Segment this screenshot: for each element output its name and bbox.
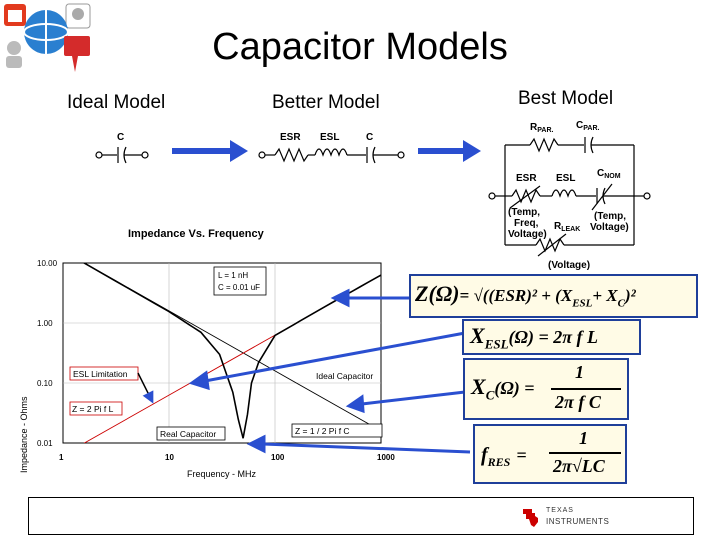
x-tick-label: 1000 bbox=[377, 453, 395, 462]
rleak-dependency: (Voltage) bbox=[548, 260, 590, 271]
best-model-label: Best Model bbox=[518, 88, 614, 109]
annotation-zc: Z = 1 / 2 Pi f C bbox=[291, 423, 383, 438]
cnom-dependency-line-2: Voltage) bbox=[590, 222, 629, 233]
footer-box bbox=[28, 497, 694, 535]
xc-equation: XC(Ω) = bbox=[471, 374, 535, 403]
xc-equation-box: XC(Ω) = 1 2π f C bbox=[463, 358, 629, 420]
better-esr-label: ESR bbox=[280, 132, 301, 143]
legend-capacitance: C = 0.01 uF bbox=[218, 283, 260, 292]
xc-numerator: 1 bbox=[575, 362, 584, 382]
y-tick-label: 10.00 bbox=[37, 259, 58, 268]
ideal-capacitor-circuit bbox=[95, 146, 149, 164]
ti-logo-line1: TEXAS bbox=[546, 507, 574, 514]
impedance-chart: Impedance Vs. Frequency 1 10 100 1000 10.00 1… bbox=[19, 228, 395, 479]
impedance-equation-box: Z(Ω)= √((ESR)² + (XESL+ XC)² bbox=[409, 274, 698, 318]
ideal-model-label: Ideal Model bbox=[67, 92, 166, 113]
ideal-c-label: C bbox=[117, 132, 124, 143]
cnom-dependency-line-1: (Temp, bbox=[594, 211, 626, 222]
chart-title: Impedance Vs. Frequency bbox=[128, 228, 265, 240]
better-esl-label: ESL bbox=[320, 132, 339, 143]
svg-text:Z = 2 Pi f L: Z = 2 Pi f L bbox=[72, 404, 114, 414]
x-tick-label: 10 bbox=[165, 453, 174, 462]
y-tick-label: 0.10 bbox=[37, 379, 53, 388]
better-model-label: Better Model bbox=[272, 92, 380, 113]
xc-denominator: 2π f C bbox=[555, 392, 601, 412]
fres-denominator: 2π√LC bbox=[553, 456, 605, 476]
plot-frame bbox=[62, 262, 382, 444]
esr-dependency-line-2: Freq, bbox=[514, 218, 539, 229]
y-tick-label: 0.01 bbox=[37, 439, 53, 448]
page-title: Capacitor Models bbox=[212, 26, 508, 68]
svg-text:Real Capacitor: Real Capacitor bbox=[160, 429, 216, 439]
ti-logo: TEXAS INSTRUMENTS bbox=[520, 505, 615, 529]
arrow-better-to-best bbox=[418, 140, 481, 162]
annotation-real-capacitor: Real Capacitor bbox=[156, 426, 226, 441]
annotation-ideal-capacitor: Ideal Capacitor bbox=[316, 371, 373, 381]
fres-equation-box: fRES= 1 2π√LC bbox=[473, 424, 627, 484]
better-c-label: C bbox=[366, 132, 373, 143]
x-tick-label: 100 bbox=[271, 453, 285, 462]
legend-inductance: L = 1 nH bbox=[218, 271, 248, 280]
xesl-equation-box: XESL(Ω) = 2π f L bbox=[462, 319, 641, 355]
best-esl-label: ESL bbox=[556, 173, 575, 184]
fres-fraction-bar bbox=[549, 452, 621, 454]
app-logo-icon bbox=[2, 2, 94, 74]
cpar-label: CPAR. bbox=[576, 120, 599, 132]
ti-logo-line2: INSTRUMENTS bbox=[546, 517, 610, 526]
fres-equation: fRES= bbox=[481, 444, 527, 469]
ti-logo-icon bbox=[523, 509, 538, 527]
cnom-label: CNOM bbox=[597, 168, 621, 180]
y-tick-label: 1.00 bbox=[37, 319, 53, 328]
annotation-esl-limitation: ESL Limitation bbox=[69, 366, 154, 404]
annotation-zl: Z = 2 Pi f L bbox=[69, 401, 123, 416]
best-model-circuit bbox=[488, 136, 651, 257]
esr-dependency-line-1: (Temp, bbox=[508, 207, 540, 218]
x-tick-label: 1 bbox=[59, 453, 64, 462]
chart-legend: L = 1 nH C = 0.01 uF bbox=[213, 266, 267, 296]
svg-text:ESL Limitation: ESL Limitation bbox=[73, 369, 128, 379]
svg-text:Ideal Capacitor: Ideal Capacitor bbox=[316, 371, 373, 381]
circuit-diagrams: C ESR ESL C bbox=[95, 120, 651, 271]
fres-numerator: 1 bbox=[579, 428, 588, 448]
chart-grid bbox=[63, 263, 381, 443]
rpar-label: RPAR. bbox=[530, 122, 553, 134]
svg-text:Z = 1 / 2 Pi f C: Z = 1 / 2 Pi f C bbox=[295, 426, 350, 436]
best-esr-label: ESR bbox=[516, 173, 537, 184]
rleak-label: RLEAK bbox=[554, 221, 580, 233]
xesl-equation: XESL(Ω) = 2π f L bbox=[470, 323, 599, 352]
x-axis-label: Frequency - MHz bbox=[187, 469, 257, 479]
y-axis-label: Impedance - Ohms bbox=[19, 396, 29, 473]
series-line-real-capacitor bbox=[82, 263, 381, 439]
xc-fraction-bar bbox=[551, 388, 621, 390]
esr-dependency-line-3: Voltage) bbox=[508, 229, 547, 240]
arrow-ideal-to-better bbox=[172, 140, 248, 162]
better-model-circuit bbox=[258, 146, 405, 164]
impedance-equation: Z(Ω)= √((ESR)² + (XESL+ XC)² bbox=[415, 281, 636, 310]
